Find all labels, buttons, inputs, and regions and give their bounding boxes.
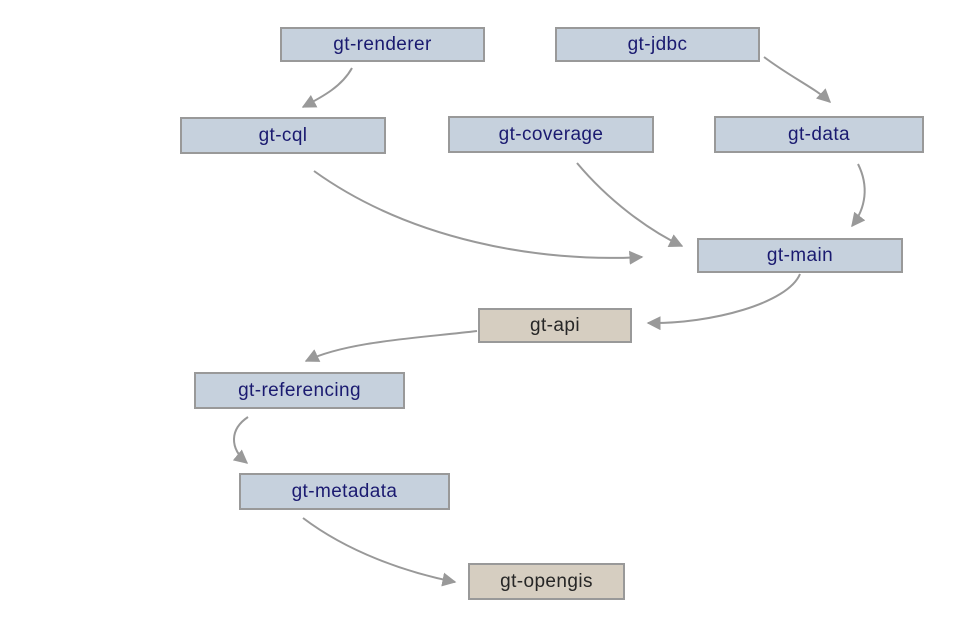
node-gt-metadata: gt-metadata — [239, 473, 450, 510]
node-gt-jdbc: gt-jdbc — [555, 27, 760, 62]
node-gt-data: gt-data — [714, 116, 924, 153]
node-gt-api: gt-api — [478, 308, 632, 343]
node-label: gt-referencing — [238, 379, 361, 401]
edge-gt-data-gt-main — [851, 163, 866, 228]
node-label: gt-metadata — [291, 480, 398, 502]
node-gt-cql: gt-cql — [180, 117, 386, 154]
node-label: gt-data — [788, 123, 850, 145]
node-label: gt-renderer — [333, 33, 432, 55]
edge-gt-referencing-gt-metadata — [232, 416, 249, 464]
edge-gt-coverage-gt-main — [576, 162, 684, 247]
node-label: gt-api — [530, 314, 580, 336]
edge-gt-renderer-gt-cql — [301, 67, 353, 108]
node-label: gt-coverage — [498, 123, 604, 145]
node-gt-coverage: gt-coverage — [448, 116, 654, 153]
node-gt-renderer: gt-renderer — [280, 27, 485, 62]
node-label: gt-cql — [258, 124, 308, 146]
edge-gt-api-gt-referencing — [304, 330, 478, 362]
node-label: gt-opengis — [500, 570, 593, 592]
node-gt-referencing: gt-referencing — [194, 372, 405, 409]
edge-gt-metadata-gt-opengis — [302, 517, 457, 587]
edge-gt-main-gt-api — [646, 273, 801, 331]
node-label: gt-main — [766, 244, 834, 266]
edge-gt-jdbc-gt-data — [763, 56, 832, 103]
node-gt-opengis: gt-opengis — [468, 563, 625, 600]
node-gt-main: gt-main — [697, 238, 903, 273]
edge-gt-cql-gt-main — [313, 170, 644, 265]
node-label: gt-jdbc — [627, 33, 688, 55]
